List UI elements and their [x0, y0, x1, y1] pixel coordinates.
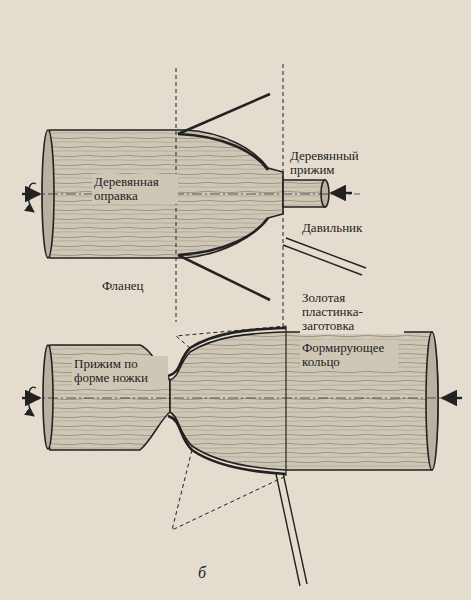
wooden-press	[283, 180, 325, 207]
spinning-tool	[276, 473, 307, 586]
plane-line	[283, 64, 284, 330]
part-label: Фланец	[100, 278, 146, 294]
wooden-mandrel	[170, 332, 438, 470]
feed-arrow	[22, 193, 40, 195]
rotation-arrow	[28, 387, 36, 416]
part-label: Формирующее кольцо	[300, 340, 398, 370]
part-label: Деревянный прижим	[288, 148, 382, 178]
stem-press	[44, 345, 170, 450]
spun-metal	[178, 134, 268, 170]
part-label: Прижим по форме ножки	[72, 356, 168, 386]
feed-arrow	[22, 397, 40, 399]
bottom-figure	[22, 326, 462, 586]
blank-outline	[172, 326, 286, 530]
spun-metal	[168, 416, 286, 474]
axis-line	[30, 194, 360, 195]
mandrel-end	[426, 332, 438, 470]
feed-arrow	[442, 397, 462, 399]
axis-line	[30, 398, 460, 399]
press-end	[43, 345, 53, 449]
flange-line	[178, 94, 270, 134]
flange-line	[178, 255, 270, 300]
spun-metal	[178, 218, 268, 255]
part-label: Золотая пластинка-заготовка	[300, 290, 404, 334]
figure-letter: б	[196, 565, 208, 581]
spinning-tool	[283, 238, 366, 275]
part-label: Давильник	[300, 220, 364, 236]
forming-ring	[285, 326, 286, 476]
rotation-arrow	[28, 183, 36, 212]
feed-arrow	[331, 192, 352, 194]
part-label: Деревянная оправка	[92, 174, 178, 204]
press-end	[321, 180, 329, 207]
